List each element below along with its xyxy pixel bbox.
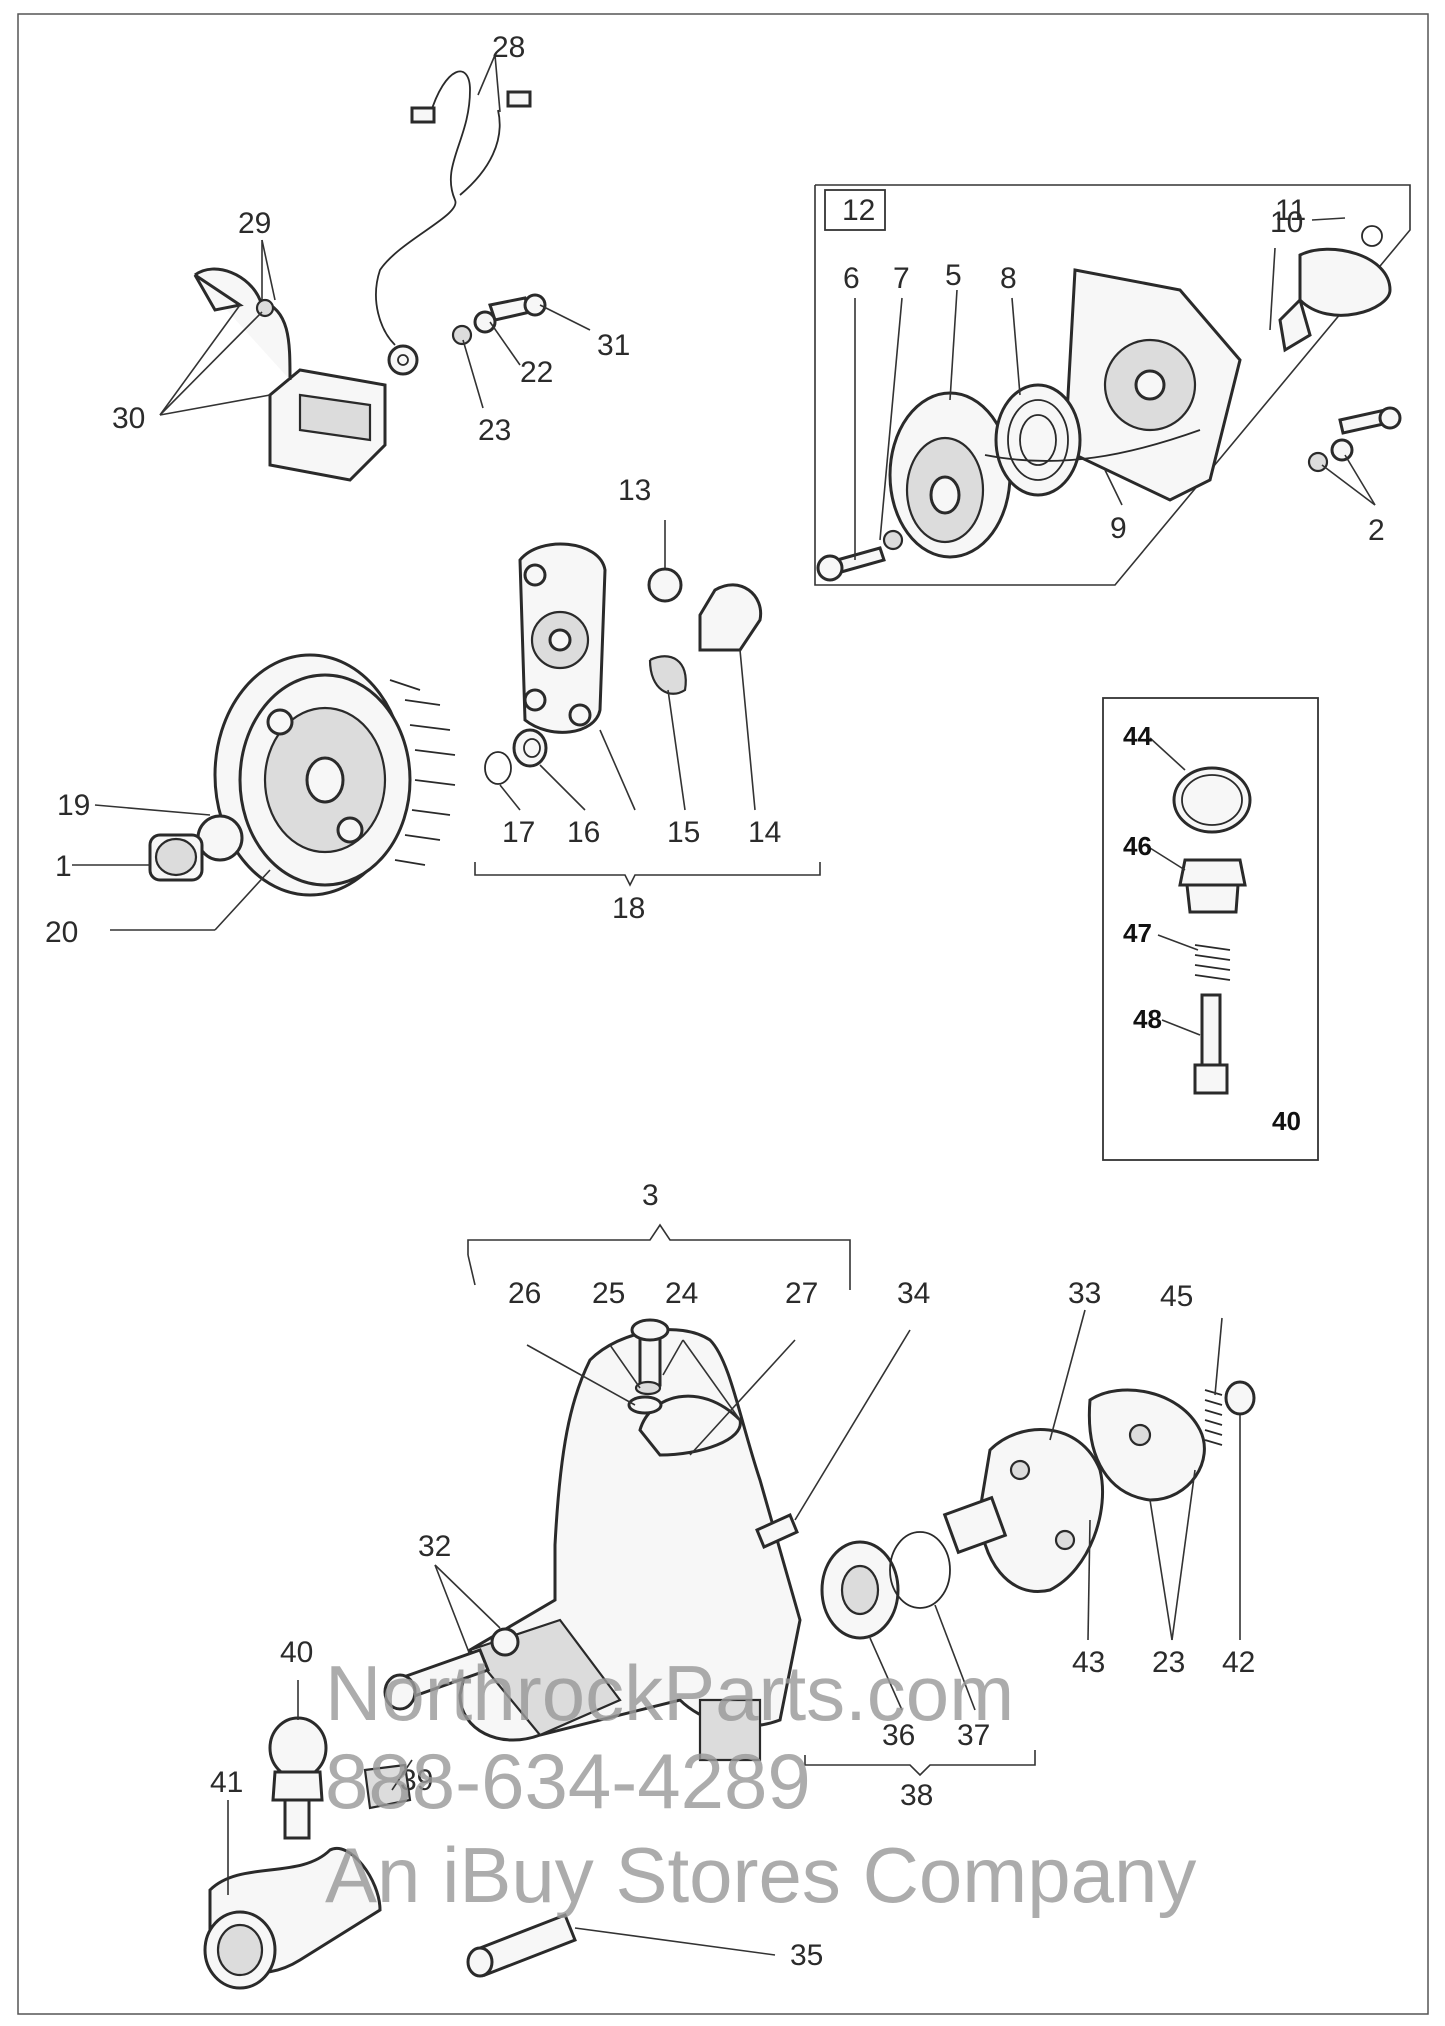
gasket-39: [363, 1763, 412, 1810]
label-15: 15: [667, 816, 700, 849]
wire-connector-2: [506, 90, 532, 108]
washer-16: [512, 728, 548, 768]
label-38: 38: [900, 1779, 933, 1812]
watermark-site: NorthrockParts.com: [325, 1649, 1014, 1737]
leader-lines-box40: [1149, 737, 1201, 1036]
ignition-coil-assembly: [193, 70, 547, 482]
bolt-31: [488, 296, 532, 322]
label-23: 23: [478, 414, 511, 447]
label-47: 47: [1123, 918, 1152, 948]
knob-40: [268, 1716, 328, 1780]
part-labels: 28 29 30 31 22 23 12 10 11 6 7 5 8 9 2 1…: [45, 31, 1385, 1972]
inset-box-40: [1102, 697, 1319, 1161]
label-31: 31: [597, 329, 630, 362]
starter-handle: [1298, 247, 1392, 317]
leader-lines-starter: [854, 217, 1376, 560]
label-3: 3: [642, 1179, 659, 1212]
circlip-17: [484, 751, 512, 785]
label-46: 46: [1123, 831, 1152, 861]
recoil-starter-box: [814, 184, 1411, 586]
box-label-frame: [824, 189, 886, 231]
label-44: 44: [1123, 721, 1152, 751]
clutch-shoe-14: [698, 583, 763, 652]
leader-lines-top-left: [159, 54, 591, 416]
washer-42: [1224, 1380, 1256, 1416]
label-28: 28: [492, 31, 525, 64]
washer-26: [627, 1395, 663, 1415]
watermark-company: An iBuy Stores Company: [325, 1831, 1196, 1919]
plug-46: [1178, 858, 1247, 887]
label-26: 26: [508, 1277, 541, 1310]
starter-washer: [882, 529, 904, 551]
label-43: 43: [1072, 1646, 1105, 1679]
label-41: 41: [210, 1766, 243, 1799]
label-10: 10: [1270, 206, 1303, 239]
label-22: 22: [520, 356, 553, 389]
leader-lines-gearcase: [227, 1309, 1241, 1956]
label-11: 11: [1275, 194, 1306, 227]
label-23b: 23: [1152, 1646, 1185, 1679]
wire-ring-terminal: [387, 344, 419, 376]
label-27: 27: [785, 1277, 818, 1310]
label-6: 6: [843, 262, 860, 295]
label-18: 18: [612, 892, 645, 925]
label-20: 20: [45, 916, 78, 949]
washer-19: [196, 814, 244, 862]
pin-48: [1200, 993, 1222, 1067]
label-5: 5: [945, 259, 962, 292]
label-12: 12: [842, 194, 875, 227]
label-33: 33: [1068, 1277, 1101, 1310]
label-36: 36: [882, 1719, 915, 1752]
flywheel-assembly: [148, 542, 763, 897]
label-1: 1: [55, 850, 72, 883]
gear-case-assembly: [203, 1223, 1256, 1990]
label-48: 48: [1133, 1004, 1162, 1034]
spring-47: [1194, 944, 1231, 981]
label-9: 9: [1110, 512, 1127, 545]
label-40: 40: [280, 1636, 313, 1669]
washer-23: [451, 324, 473, 346]
wire-connector: [410, 106, 436, 124]
label-34: 34: [897, 1277, 930, 1310]
pin-34: [755, 1512, 799, 1550]
label-39: 39: [400, 1764, 433, 1797]
ring-44: [1172, 766, 1252, 834]
spring-45: [1204, 1389, 1223, 1446]
nut-13: [647, 567, 683, 603]
label-16: 16: [567, 816, 600, 849]
label-37: 37: [957, 1719, 990, 1752]
label-8: 8: [1000, 262, 1017, 295]
washer-25: [634, 1380, 662, 1396]
label-24: 24: [665, 1277, 698, 1310]
clutch-drum-33: [978, 1428, 1105, 1593]
label-45: 45: [1160, 1280, 1193, 1313]
label-14: 14: [748, 816, 781, 849]
label-17: 17: [502, 816, 535, 849]
label-42: 42: [1222, 1646, 1255, 1679]
label-7: 7: [893, 262, 910, 295]
washer-22: [473, 310, 497, 334]
spring-15: [648, 655, 687, 695]
label-30: 30: [112, 402, 145, 435]
label-25: 25: [592, 1277, 625, 1310]
label-29: 29: [238, 207, 271, 240]
leader-lines-flywheel: [72, 520, 821, 931]
watermark-phone: 888-634-4289: [325, 1737, 811, 1825]
label-2: 2: [1368, 514, 1385, 547]
watermark: NorthrockParts.com 888-634-4289 An iBuy …: [325, 1649, 1196, 1919]
label-19: 19: [57, 789, 90, 822]
circlip-37: [889, 1531, 951, 1609]
page-frame: [17, 13, 1429, 2015]
label-32: 32: [418, 1530, 451, 1563]
label-13: 13: [618, 474, 651, 507]
label-40-box: 40: [1272, 1106, 1301, 1136]
clutch-shoes-23: [1087, 1388, 1206, 1502]
label-35: 35: [790, 1939, 823, 1972]
